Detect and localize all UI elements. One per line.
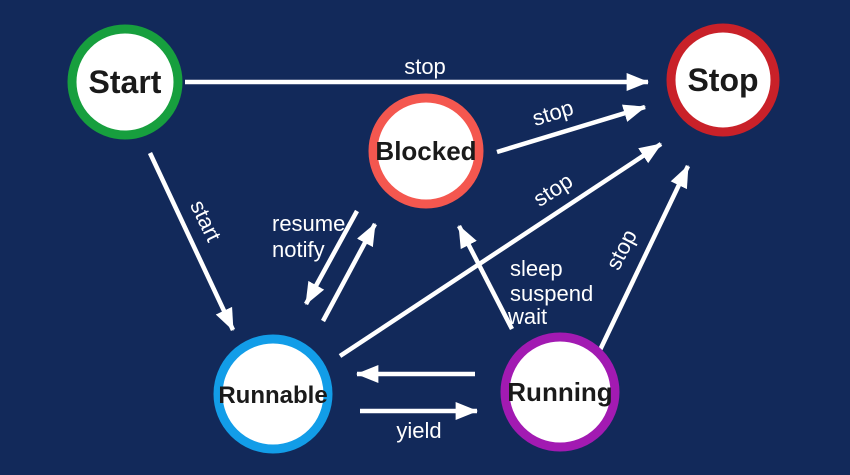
edge-running-to-blocked-arrow xyxy=(456,224,515,331)
edge-running-to-stop-arrow xyxy=(597,164,691,351)
node-start-circle xyxy=(67,24,183,140)
edge-label-suspend: suspend xyxy=(510,281,593,306)
node-running-label: Running xyxy=(507,377,612,407)
node-runnable-label: Runnable xyxy=(218,382,327,409)
edge-runnable-to-stop-arrow xyxy=(338,142,663,358)
edge-runnable-to-blocked-arrow xyxy=(321,222,377,323)
edge-label-yield: yield xyxy=(396,418,441,443)
node-stop-circle xyxy=(666,23,780,137)
node-start: Start xyxy=(67,24,183,140)
edge-blocked-to-stop-arrow xyxy=(496,104,647,155)
edge-label-sleep: sleep xyxy=(510,256,563,281)
edge-label-wait: wait xyxy=(507,304,547,329)
edge-start-to-runnable-arrow xyxy=(147,152,236,332)
node-running: Running xyxy=(500,332,620,452)
node-blocked: Blocked xyxy=(368,93,484,209)
node-stop-label: Stop xyxy=(687,62,758,98)
edge-blocked-to-runnable-arrow xyxy=(304,209,359,306)
edge-label-notify: notify xyxy=(272,237,325,262)
edge-label-resume: resume xyxy=(272,211,345,236)
node-runnable: Runnable xyxy=(213,334,333,454)
node-blocked-label: Blocked xyxy=(375,136,476,166)
edges-group xyxy=(147,73,691,420)
node-start-label: Start xyxy=(89,64,162,100)
node-running-circle xyxy=(500,332,620,452)
node-runnable-circle xyxy=(213,334,333,454)
nodes-group: Start Stop Blocked Runnable Running xyxy=(67,23,780,454)
node-stop: Stop xyxy=(666,23,780,137)
node-blocked-circle xyxy=(368,93,484,209)
edge-label-start-stop: stop xyxy=(404,54,446,79)
